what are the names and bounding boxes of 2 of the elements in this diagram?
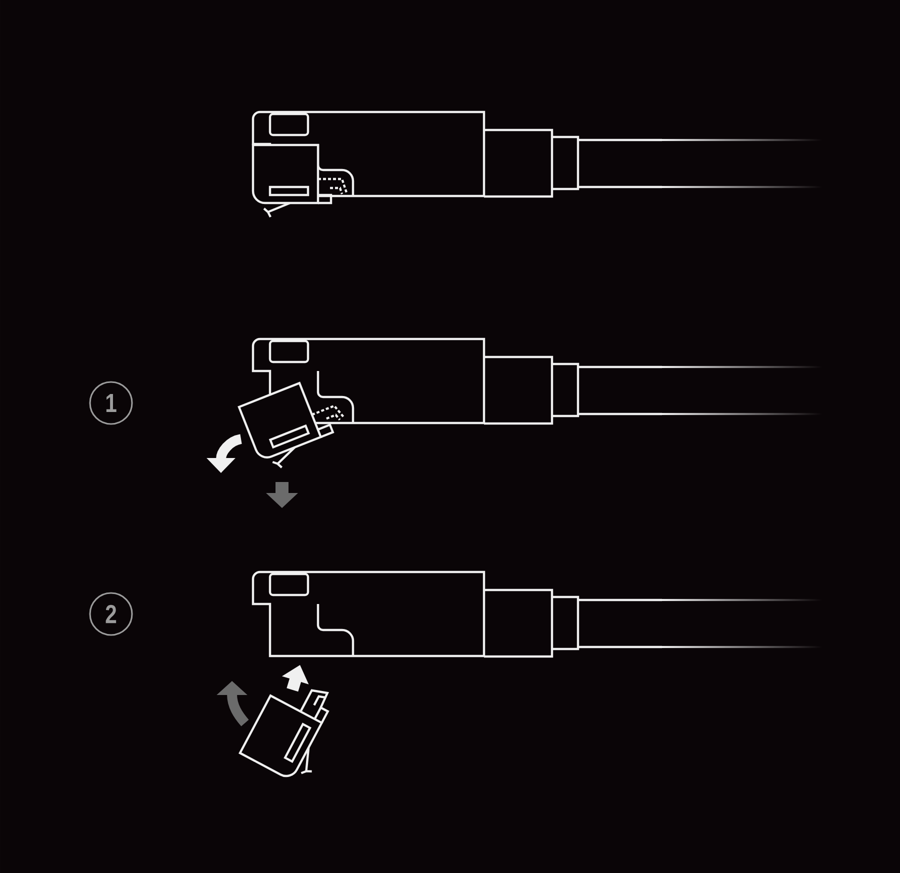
step-number: 1 bbox=[89, 381, 133, 425]
step-number: 2 bbox=[89, 592, 133, 636]
